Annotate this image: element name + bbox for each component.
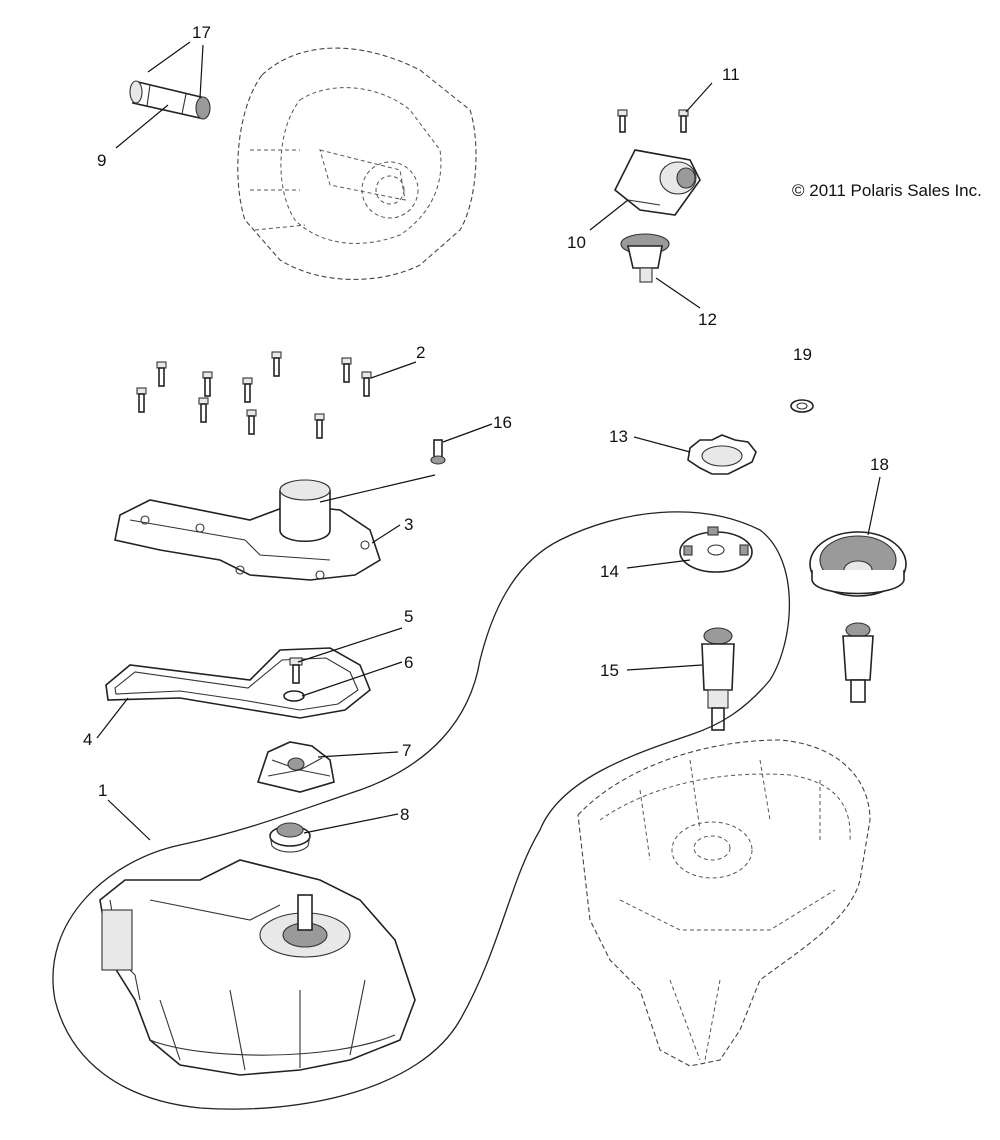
callout-4: 4	[83, 730, 92, 749]
shaft-part	[701, 627, 735, 731]
callout-14: 14	[600, 562, 619, 581]
gasket-bolt-part	[289, 657, 303, 684]
callout-18: 18	[870, 455, 889, 474]
seal-washer-part	[283, 690, 305, 702]
ghost-clutch-housing-bottom	[577, 739, 871, 1067]
callout-9: 9	[97, 151, 106, 170]
callout-17: 17	[192, 23, 211, 42]
callout-15: 15	[600, 661, 619, 680]
clutch-housing-part	[99, 859, 416, 1076]
callout-19: 19	[793, 345, 812, 364]
callout-12: 12	[698, 310, 717, 329]
gasket-part	[105, 647, 371, 719]
water-pump-seal-part	[269, 822, 311, 853]
callout-6: 6	[404, 653, 413, 672]
callout-10: 10	[567, 233, 586, 252]
thermostat-housing-part	[613, 149, 701, 216]
callout-labels: 17 9 11 10 12 2 19 16 13 18 3 14 5 15 6 …	[83, 23, 889, 824]
copyright-text: © 2011 Polaris Sales Inc.	[792, 181, 982, 200]
pump-cover-part	[114, 479, 381, 581]
thermostat-part	[620, 233, 670, 283]
callout-8: 8	[400, 805, 409, 824]
pinion-part	[842, 622, 874, 703]
drive-plate-part	[679, 526, 753, 573]
impeller-part	[256, 741, 335, 793]
leader-lines	[96, 41, 881, 841]
callout-7: 7	[402, 741, 411, 760]
callout-16: 16	[493, 413, 512, 432]
assembly-outline-loop	[52, 511, 791, 1110]
callout-13: 13	[609, 427, 628, 446]
ghost-clutch-housing-top	[237, 47, 477, 280]
washer-part	[790, 399, 814, 413]
gear-ring-part	[809, 531, 907, 597]
callout-5: 5	[404, 607, 413, 626]
callout-11: 11	[722, 65, 740, 84]
callout-1: 1	[98, 781, 107, 800]
callout-2: 2	[416, 343, 425, 362]
callout-3: 3	[404, 515, 413, 534]
lock-ring-part	[687, 434, 757, 475]
roller-pin-part	[129, 80, 211, 120]
cover-bolt-set	[136, 351, 372, 439]
thermostat-bolts	[617, 109, 689, 133]
fitting-part	[430, 439, 446, 465]
